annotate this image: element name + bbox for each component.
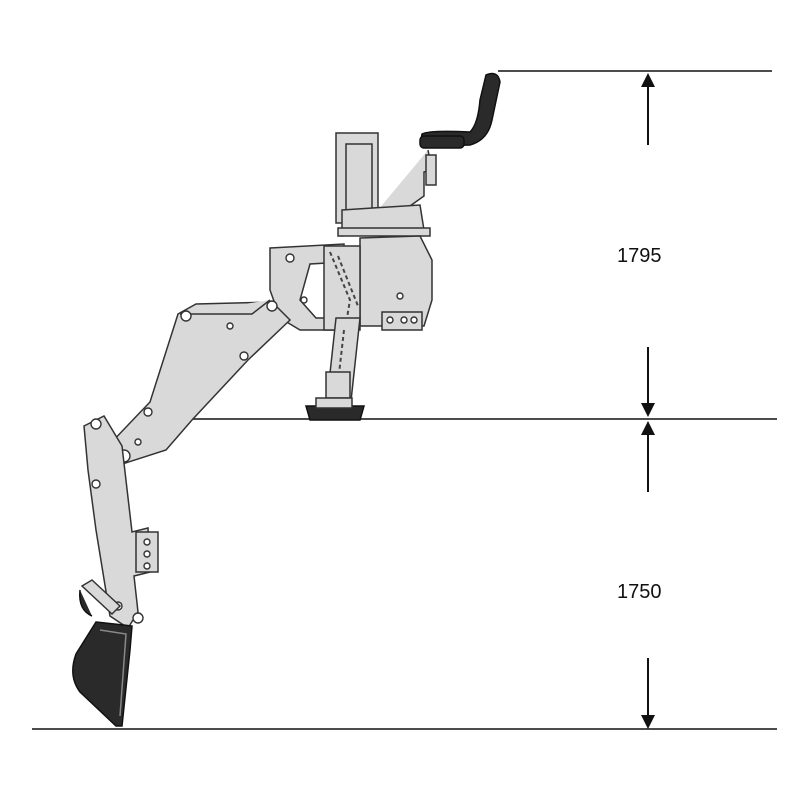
swing-bracket	[269, 243, 361, 331]
main-frame	[335, 132, 433, 331]
boom-arm	[107, 299, 292, 467]
bucket	[72, 621, 133, 727]
stabilizer-leg	[305, 317, 365, 421]
bucket-linkage	[79, 579, 122, 617]
upper-dimension-label: 1795	[617, 245, 662, 267]
dipper-stick	[83, 415, 159, 630]
lower-dimension-label: 1750	[617, 581, 662, 603]
operator-seat	[377, 72, 501, 211]
